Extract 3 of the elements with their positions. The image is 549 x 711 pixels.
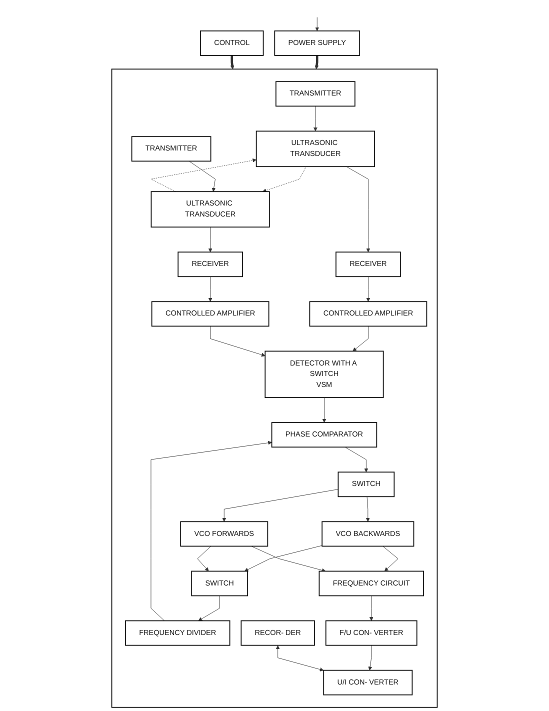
cluster [111,68,438,708]
arrow [314,55,319,70]
arrow [230,55,234,70]
